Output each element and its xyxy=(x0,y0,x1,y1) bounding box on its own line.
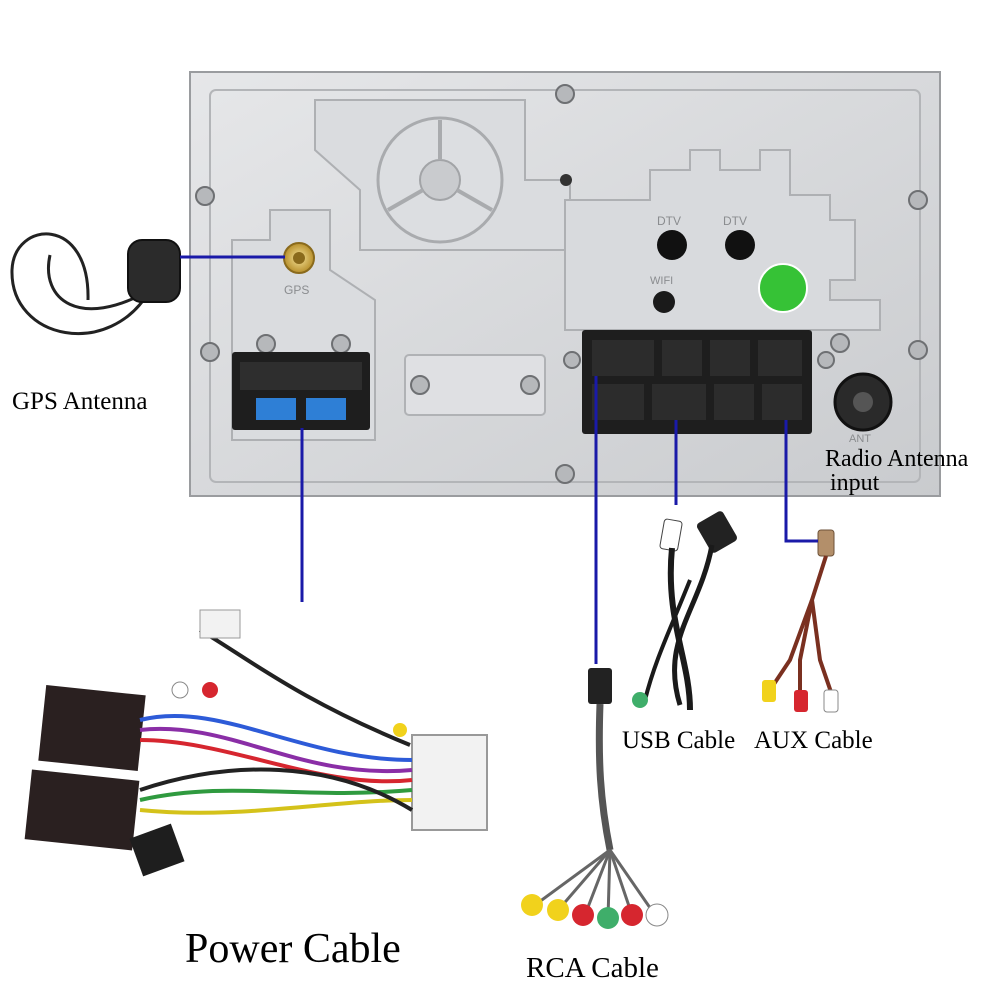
multi-connector xyxy=(582,330,812,434)
gps-marking: GPS xyxy=(284,283,310,297)
rca-cable-label: RCA Cable xyxy=(526,952,659,984)
power-cable-image xyxy=(24,609,488,877)
dtv-port-2 xyxy=(725,230,755,260)
usb-cable-image xyxy=(632,511,738,711)
dtv-marking-1: DTV xyxy=(657,214,681,228)
aux-cable-image xyxy=(762,529,839,713)
ant-marking: ANT xyxy=(849,433,871,445)
fan-grille xyxy=(376,116,504,244)
head-unit-back-panel xyxy=(189,71,941,497)
wifi-port xyxy=(653,291,675,313)
wifi-marking: WIFI xyxy=(650,275,674,287)
rca-cable-image xyxy=(521,668,669,929)
qc-sticker xyxy=(758,263,808,313)
power-connector xyxy=(232,352,370,430)
aux-cable-label: AUX Cable xyxy=(754,727,873,754)
radio-antenna-label: Radio Antenna xyxy=(825,446,969,472)
screws xyxy=(195,84,928,484)
gps-connector xyxy=(283,242,315,274)
dtv-port-1 xyxy=(657,230,687,260)
leader-aux xyxy=(784,420,818,543)
radio-antenna-label-line2: input xyxy=(830,470,880,496)
gps-antenna-image xyxy=(10,232,181,336)
dtv-marking-2: DTV xyxy=(723,214,747,228)
usb-cable-label: USB Cable xyxy=(622,727,736,754)
radio-antenna-socket xyxy=(833,372,893,432)
power-cable-label: Power Cable xyxy=(185,926,401,972)
leader-lines xyxy=(180,255,818,664)
gps-antenna-label: GPS Antenna xyxy=(12,388,148,415)
